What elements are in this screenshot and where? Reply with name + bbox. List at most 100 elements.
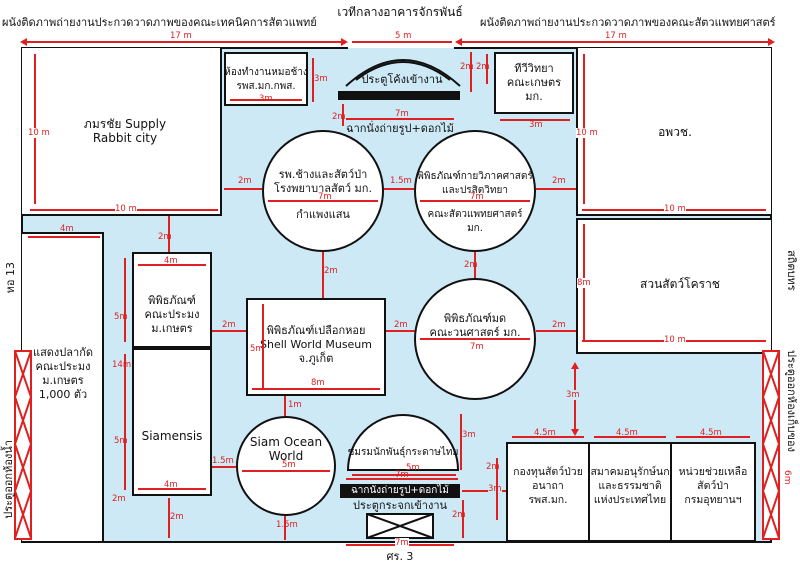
vet-office-height-line	[312, 58, 314, 102]
gap-shell-ocean-line	[284, 396, 286, 416]
anatomy-museum-diameter: 7m	[470, 192, 484, 202]
left-wall-label: ผนังติดภาพถ่ายงานประกวดวาดภาพของคณะเทคนิ…	[2, 16, 317, 29]
elephant-hospital-diameter: 7m	[318, 192, 332, 202]
fisheries-museum-line1: พิพิธภัณฑ์	[148, 294, 196, 307]
vet-office-line1: ห้องทำงานหมอช้าง	[224, 67, 308, 78]
top-left-span: 17 m	[170, 31, 192, 41]
restroom-exit-door-icon	[14, 350, 32, 540]
entrance-arch-gap-right-line	[470, 52, 472, 92]
booth-gap-line	[462, 490, 506, 492]
north-stage-label: เวทีกลางอาคารจักรพันธ์	[337, 5, 463, 19]
korat-zoo-height: 8m	[577, 278, 591, 288]
arrow-down-icon	[571, 429, 579, 436]
wildlife-rescue-line3: กรมอุทยานฯ	[684, 494, 742, 506]
wall-right	[770, 47, 772, 543]
entrance-arch-gap-left-line	[342, 104, 344, 126]
booth-left-gap: 2m	[486, 462, 500, 472]
radio-room-width: 3m	[529, 120, 543, 130]
radio-room-line2: คณะเกษตร	[506, 76, 562, 89]
supply-room-line1: ภมรชัย Supply	[83, 117, 167, 131]
conservation-assoc-line3: แห่งประเทศไทย	[593, 494, 667, 506]
top-right-span-line	[458, 41, 772, 43]
opd-room-height: 10 m	[576, 128, 598, 138]
shell-museum-height-line	[262, 304, 264, 390]
gap-anatomy-opd-line	[536, 188, 576, 190]
fish-show-line4: 1,000 ตัว	[38, 388, 88, 401]
gap-siamensis-ocean: 1.5m	[212, 456, 234, 466]
conservation-assoc-line1: สมาคมอนุรักษ์นก	[590, 466, 670, 478]
supply-room-height: 10 m	[28, 128, 50, 138]
gap-circles: 1.5m	[390, 176, 412, 186]
siamensis-label: Siamensis	[141, 429, 203, 443]
ant-museum-diameter: 7m	[470, 342, 484, 352]
anatomy-museum-line2: และปรสิตวิทยา	[442, 185, 508, 196]
anatomy-museum-booth	[414, 130, 536, 252]
conservation-assoc-line2: และธรรมชาติ	[598, 480, 662, 492]
booth-width-line-3	[676, 436, 750, 438]
paper-club-width-line	[352, 474, 456, 476]
radio-room-line1: ทีวีวิทยา	[514, 62, 554, 75]
vet-office-line2: รพส.มก.กพส.	[236, 81, 296, 92]
booth-width-line-2	[594, 436, 666, 438]
gate-banner-width: 7m	[395, 109, 409, 119]
gap-fisheries-shell-line	[212, 330, 246, 332]
shell-museum-width: 8m	[311, 378, 325, 388]
shell-museum-line1: พิพิธภัณฑ์เปลือกหอย	[266, 324, 366, 337]
door-width: 7m	[395, 538, 409, 548]
fisheries-museum-line3: ม.เกษตร	[151, 322, 193, 335]
fisheries-museum-height: 5m	[114, 312, 128, 322]
supply-fisheries-gap-line	[168, 216, 170, 252]
booth-gap: 3m	[488, 484, 502, 494]
opd-room-label: อพวช.	[658, 125, 692, 139]
vet-office-width-line	[230, 99, 302, 101]
storage-exit-width: 6m	[782, 470, 792, 485]
top-left-span-line	[24, 41, 346, 43]
entrance-arch-gap-left: 2m	[332, 112, 346, 122]
storage-exit-label: ประตูออกห้องเก็บของ	[785, 350, 798, 452]
anatomy-museum-line1: พิพิธภัณฑ์กายวิภาคศาสตร์	[417, 171, 533, 182]
south-label: ศร. 3	[386, 550, 414, 563]
wildlife-rescue-width: 4.5m	[700, 428, 722, 438]
top-center-span-line	[352, 41, 452, 43]
wildlife-rescue-booth	[670, 442, 756, 542]
paper-club-label: ชมรมนักพันธุ์กระดาษไทย	[347, 447, 459, 458]
vet-office-width: 3m	[259, 94, 273, 104]
siam-ocean-diameter-line	[242, 470, 330, 472]
fish-show-room	[22, 232, 104, 541]
siamensis-height-line	[124, 354, 126, 490]
arrow-left-icon	[20, 38, 27, 46]
siam-ocean-booth	[236, 416, 336, 516]
anatomy-museum-diameter-line	[420, 200, 530, 202]
gap-circles-line	[384, 188, 414, 190]
radio-room-height: 2m	[476, 62, 490, 72]
supply-room	[22, 48, 222, 216]
sick-animal-fund-width: 4.5m	[534, 428, 556, 438]
fisheries-museum-height-line	[124, 258, 126, 342]
gap-supply-elephant-line	[224, 188, 262, 190]
siam-ocean-diameter: 5m	[282, 460, 296, 470]
bottom-banner-width: 7m	[395, 470, 409, 480]
glass-door-icon	[366, 513, 434, 539]
wildlife-rescue-line1: หน่วยช่วยเหลือ	[678, 466, 748, 478]
fish-show-width-line	[28, 236, 100, 238]
shell-museum-line3: จ.ภูเก็ต	[298, 352, 334, 365]
conservation-assoc-width: 4.5m	[616, 428, 638, 438]
door-right-gap: 2m	[452, 510, 466, 520]
left-outer-label: หอ 13	[4, 262, 17, 294]
gap-elephant-shell-line	[322, 252, 324, 298]
zoo-booth-gap: 3m	[566, 390, 580, 400]
arrow-left-icon	[455, 38, 462, 46]
right-wall-label: ผนังติดภาพถ่ายงานประกวดวาดภาพของคณะสัตวแ…	[480, 16, 776, 29]
fisheries-museum-booth	[132, 252, 212, 348]
korat-zoo-label: สวนสัตว์โคราช	[640, 277, 720, 291]
anatomy-museum-line4: มก.	[467, 223, 483, 234]
shell-museum-booth	[246, 298, 386, 396]
supply-fisheries-gap: 2m	[158, 232, 172, 242]
korat-zoo-room	[576, 218, 771, 354]
sick-animal-fund-line1: กองทุนสัตว์ป่วย	[513, 466, 583, 478]
gap-shell-ant: 2m	[394, 320, 408, 330]
bottom-door-label: ประตูกระจกเข้างาน	[352, 499, 448, 512]
storage-exit-door-icon	[762, 350, 780, 540]
fish-show-line2: คณะประมง	[35, 360, 91, 373]
radio-room	[494, 52, 574, 114]
